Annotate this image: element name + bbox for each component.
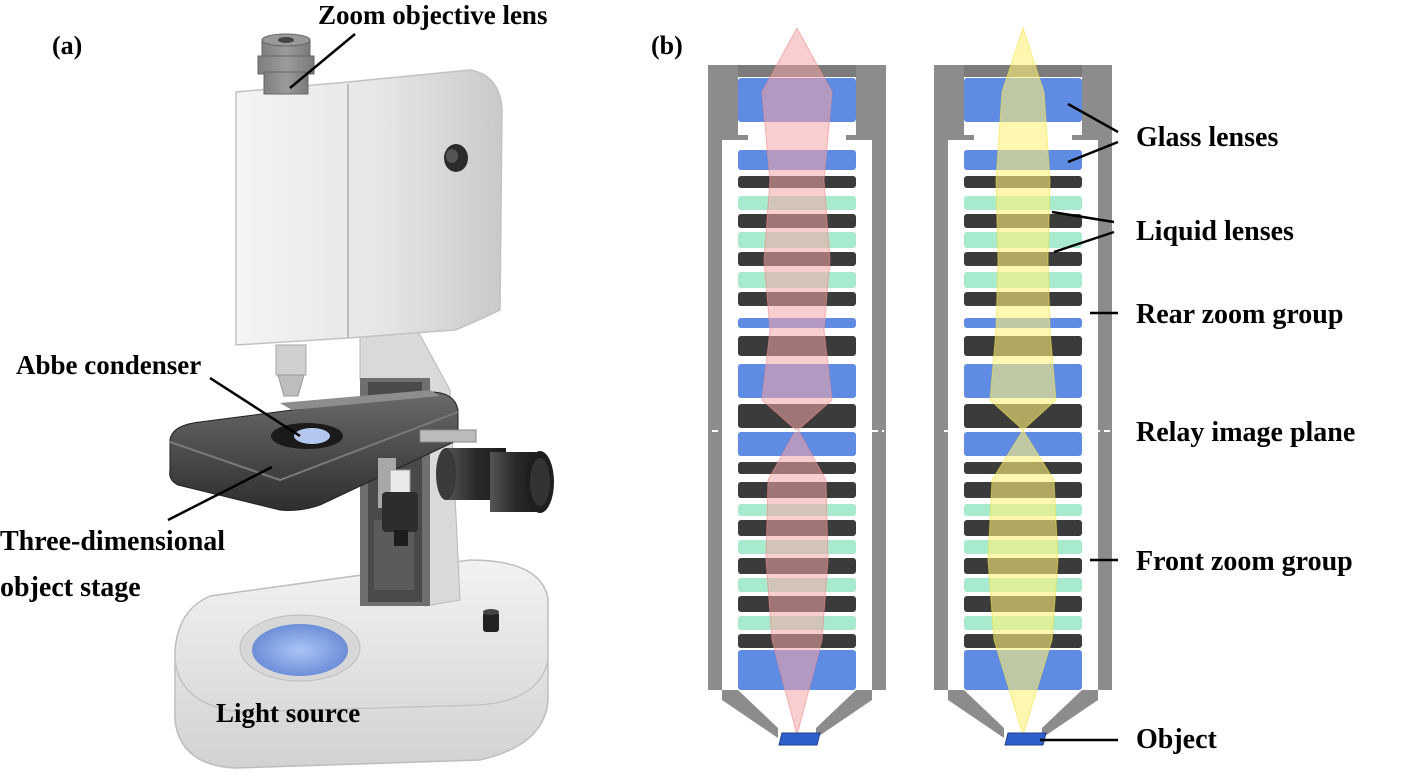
label-abbe-condenser: Abbe condenser <box>16 350 201 380</box>
leader-liquid-lenses-2 <box>1053 230 1115 254</box>
label-liquid-lenses: Liquid lenses <box>1136 216 1294 247</box>
leader-object-stage <box>167 465 273 522</box>
label-front-zoom-group: Front zoom group <box>1136 546 1353 577</box>
microscope-base <box>174 559 549 769</box>
zoom-objective-lens <box>257 33 315 95</box>
leader-abbe-condenser <box>209 376 301 438</box>
object-sample-left <box>778 732 821 746</box>
leader-liquid-lenses-1 <box>1051 210 1115 224</box>
label-stage-line1: Three-dimensional <box>0 526 225 557</box>
light-beam-right <box>987 26 1059 737</box>
label-rear-zoom-group: Rear zoom group <box>1136 299 1343 330</box>
panel-b-tag: (b) <box>651 31 683 60</box>
label-zoom-objective-lens: Zoom objective lens <box>318 0 547 30</box>
leader-zoom-objective <box>289 33 356 89</box>
panel-a-tag: (a) <box>52 31 82 60</box>
label-light-source: Light source <box>216 698 360 728</box>
leader-glass-lenses-1 <box>1067 102 1119 134</box>
label-object: Object <box>1136 724 1218 755</box>
microscope-head <box>235 69 503 346</box>
label-relay-image-plane: Relay image plane <box>1136 417 1355 448</box>
leader-glass-lenses-2 <box>1067 140 1119 164</box>
label-glass-lenses: Glass lenses <box>1136 122 1278 153</box>
microscope-illustration <box>169 33 554 769</box>
object-sample-right <box>1004 732 1047 746</box>
focus-knob <box>436 448 554 513</box>
label-stage-line2: object stage <box>0 572 141 603</box>
light-beam-left <box>761 26 833 737</box>
